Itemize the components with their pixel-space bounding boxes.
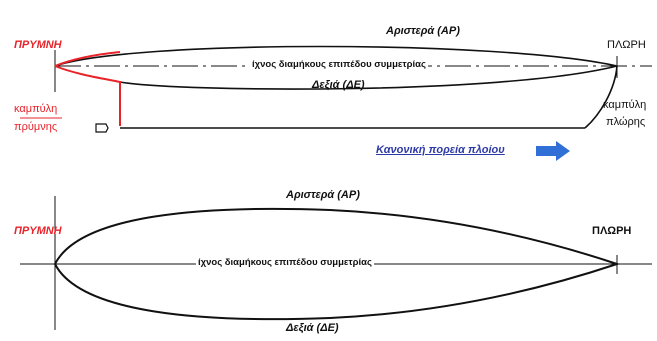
bottom-stern-label: ΠΡΥΜΝΗ	[14, 225, 62, 237]
stern-curve-label-2: πρύμνης	[14, 121, 58, 133]
top-centerline-label: ίχνος διαμήκους επιπέδου συμμετρίας	[250, 59, 428, 70]
direction-label: Κανονική πορεία πλοίου	[376, 144, 505, 156]
stern-curve-label-1: καμπύλη	[14, 103, 58, 115]
top-stern-label: ΠΡΥΜΝΗ	[14, 39, 62, 51]
top-stern-curve-red	[54, 51, 121, 67]
top-port-label: Αριστερά (ΑΡ)	[386, 25, 460, 37]
bottom-hull-outline	[53, 207, 621, 321]
bow-curve-label-2: πλώρης	[606, 116, 646, 128]
bow-curve-label-1: καμπύλη	[603, 99, 647, 111]
bow-profile-curve	[584, 65, 618, 129]
bottom-bow-label: ΠΛΩΡΗ	[592, 225, 632, 237]
bottom-starboard-label: Δεξιά (ΔΕ)	[286, 322, 339, 334]
stern-profile-curve	[54, 65, 121, 126]
top-starboard-label: Δεξιά (ΔΕ)	[312, 79, 365, 91]
bottom-centerline-label: ίχνος διαμήκους επιπέδου συμμετρίας	[196, 257, 374, 268]
top-bow-label: ΠΛΩΡΗ	[607, 39, 646, 51]
top-ship-diagram	[20, 45, 652, 161]
bottom-port-label: Αριστερά (ΑΡ)	[286, 189, 360, 201]
rudder-mark	[95, 123, 109, 133]
top-hull-outline	[54, 45, 618, 90]
right-arrow-icon	[536, 141, 570, 161]
